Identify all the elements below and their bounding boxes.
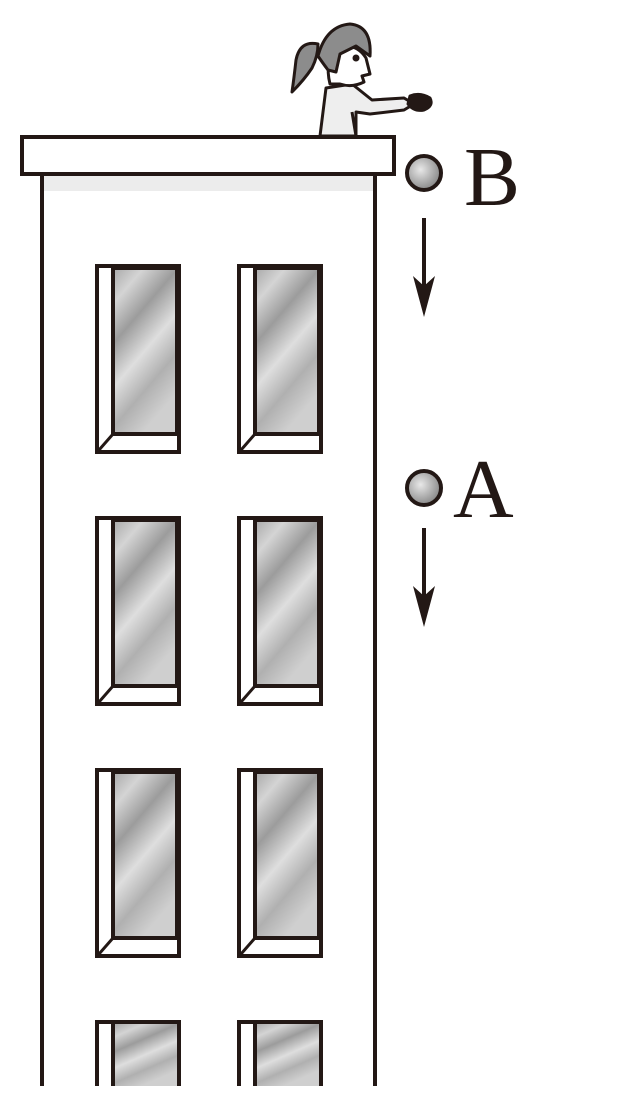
window [95,1020,181,1086]
window [95,516,181,706]
arrow-down-icon [413,528,435,627]
ball-a [405,469,443,507]
window [237,516,323,706]
window [95,768,181,958]
building [20,135,396,1086]
ball-b [405,154,443,192]
window [95,264,181,454]
window [237,264,323,454]
girl-figure [290,22,433,138]
label-b: B [464,131,520,224]
arrow-down-icon [413,218,435,317]
window [237,768,323,958]
window [237,1020,323,1086]
roof-slab [20,135,396,176]
label-a: A [453,443,514,536]
